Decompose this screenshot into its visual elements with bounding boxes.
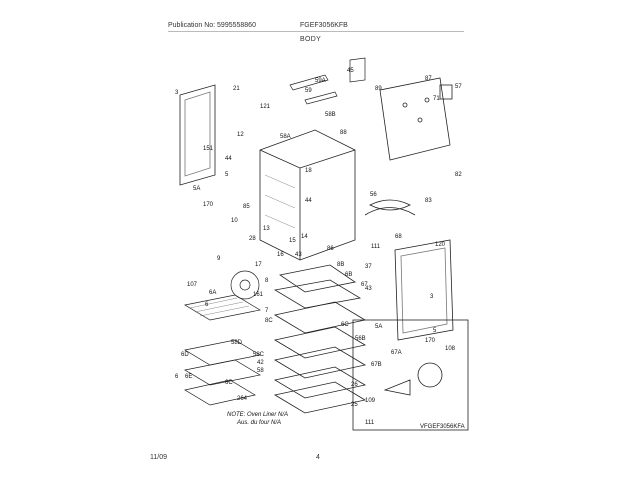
callout: 107 <box>187 282 198 288</box>
callout: 6C <box>225 380 233 386</box>
callout: 58D <box>231 340 243 346</box>
callout: 87 <box>425 76 432 82</box>
door-left <box>179 84 216 186</box>
callout: 44 <box>225 156 232 162</box>
callout: 12 <box>237 132 244 138</box>
header-rule <box>168 31 464 32</box>
callout: 26 <box>351 382 358 388</box>
callout: 85 <box>243 204 250 210</box>
callout: 59A <box>315 78 326 84</box>
callout: 14 <box>301 234 308 240</box>
callout: 6C <box>341 322 349 328</box>
footer-date: 11/09 <box>150 454 167 461</box>
note-line-2: Aus. du four N/A <box>236 420 281 426</box>
callout: 56B <box>355 336 366 342</box>
callout: 43 <box>365 286 372 292</box>
callout: 6E <box>185 374 192 380</box>
inset-label: VFGEF3056KFA <box>420 424 465 430</box>
callout: 86 <box>327 246 334 252</box>
callout: 68 <box>395 234 402 240</box>
callout: 3 <box>175 90 179 96</box>
callout: 161 <box>253 292 264 298</box>
note-line-1: NOTE: Oven Liner N/A <box>227 412 288 418</box>
callout: 111 <box>365 420 375 426</box>
callout: 58B <box>325 112 336 118</box>
door-right <box>394 239 454 341</box>
callout: 44 <box>305 198 312 204</box>
callout: 18 <box>305 168 312 174</box>
callout: 57 <box>455 84 462 90</box>
callout: 89 <box>375 86 382 92</box>
callout: 58 <box>257 368 264 374</box>
callout: 42 <box>257 360 264 366</box>
callout: 109 <box>365 398 376 404</box>
oven-racks <box>184 294 261 406</box>
callout: 67B <box>371 362 382 368</box>
fan-inset <box>352 319 469 431</box>
callout: 10 <box>231 218 238 224</box>
callout: 6A <box>209 290 216 296</box>
section-title: BODY <box>300 36 322 43</box>
callout: 9 <box>217 256 221 262</box>
callout: 6B <box>345 272 352 278</box>
callout: 58C <box>253 352 265 358</box>
callout: 15 <box>289 238 296 244</box>
callout: 108 <box>445 346 456 352</box>
callout: 6 <box>205 302 209 308</box>
callout: 121 <box>260 104 271 110</box>
callout: 7 <box>265 308 269 314</box>
callout: 16 <box>277 252 284 258</box>
page-number: 4 <box>316 454 320 461</box>
broiler-pan <box>273 264 362 309</box>
callout: 5 <box>225 172 229 178</box>
callout: 17 <box>255 262 262 268</box>
callout: 120 <box>435 242 446 248</box>
callout: 170 <box>425 338 436 344</box>
callout: 67A <box>391 350 402 356</box>
callout: 6 <box>175 374 179 380</box>
callout: 59 <box>305 88 312 94</box>
callout: 5A <box>193 186 200 192</box>
callout: 6D <box>181 352 189 358</box>
callout: 8B <box>337 262 344 268</box>
callout: 37 <box>365 264 372 270</box>
callout: 151 <box>203 146 214 152</box>
callout: 45 <box>347 68 354 74</box>
publication-number: Publication No: 5995558860 <box>168 22 256 29</box>
callout: 111 <box>371 244 381 250</box>
callout: 25 <box>351 402 358 408</box>
callout: 21 <box>233 86 240 92</box>
callout: 43 <box>295 252 302 258</box>
callout: 170 <box>203 202 214 208</box>
callout: 5 <box>433 328 437 334</box>
callout: 71 <box>433 96 440 102</box>
oven-body <box>259 129 356 261</box>
callout: 88 <box>340 130 347 136</box>
broil-element <box>364 199 416 216</box>
callout: 82 <box>455 172 462 178</box>
callout: 8C <box>265 318 273 324</box>
callout: 13 <box>263 226 270 232</box>
storage-drawer <box>273 301 367 414</box>
top-channels <box>289 57 366 105</box>
callout: 3 <box>430 294 434 300</box>
model-number: FGEF3056KFB <box>300 22 348 29</box>
callout: 264 <box>237 396 248 402</box>
callout: 56 <box>370 192 377 198</box>
callout: 5A <box>375 324 382 330</box>
callout: 28 <box>249 236 256 242</box>
exploded-parts-diagram: 45 59A 87 57 89 71 3 21 121 59 58B 58A 8… <box>175 57 469 431</box>
convection-fan <box>230 270 260 300</box>
callout: 58A <box>280 134 291 140</box>
callout: 8 <box>265 278 269 284</box>
rear-panel <box>379 77 453 161</box>
callout-labels: 45 59A 87 57 89 71 3 21 121 59 58B 58A 8… <box>175 68 462 426</box>
callout: 67 <box>361 282 368 288</box>
callout: 83 <box>425 198 432 204</box>
